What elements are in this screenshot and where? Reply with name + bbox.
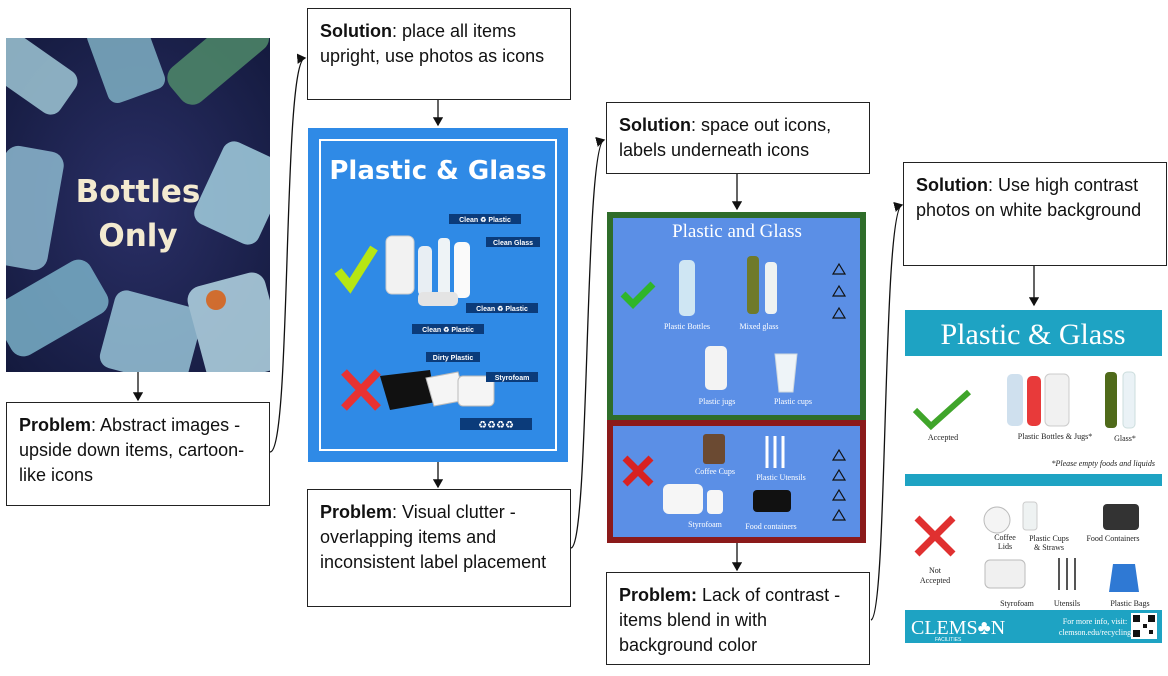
svg-text:*Please empty foods and liquid: *Please empty foods and liquids (1051, 459, 1155, 468)
svg-text:Utensils: Utensils (1054, 599, 1080, 608)
solution-text: Use high contrast photos on white backgr… (916, 175, 1142, 220)
problem-box-3: Problem: Lack of contrast - items blend … (606, 572, 870, 665)
poster3-title: Plastic and Glass (672, 221, 802, 242)
recycle-symbols-accept (831, 262, 847, 319)
svg-text:FACILITIES: FACILITIES (935, 637, 962, 643)
solution-label: Solution (619, 115, 691, 135)
qr-code-icon (1133, 615, 1155, 637)
solution-text: space out icons, labels underneath icons (619, 115, 832, 160)
svg-text:Dirty Plastic: Dirty Plastic (433, 355, 474, 362)
poster4-title: Plastic & Glass (941, 318, 1126, 351)
poster1-title-line2: Only (98, 218, 177, 254)
curve-problem1-solution1 (269, 53, 307, 453)
poster1-title-line1: Bottles (76, 174, 201, 210)
solution-text: place all items upright, use photos as i… (320, 21, 545, 66)
svg-text:Styrofoam: Styrofoam (688, 520, 723, 529)
x-icon (341, 369, 381, 411)
x-icon (622, 455, 654, 487)
svg-text:Plastic cups: Plastic cups (774, 397, 812, 406)
curve-problem2-solution2 (570, 137, 606, 549)
poster-bottles-only: Bottles Only (6, 38, 270, 372)
check-icon (620, 281, 656, 309)
poster3-graphic: Plastic and Glass Plastic Bottles Mixed … (607, 212, 866, 543)
svg-text:For more info, visit:: For more info, visit: (1063, 617, 1127, 626)
svg-text:Not: Not (929, 566, 942, 575)
poster2-title: Plastic & Glass (329, 156, 546, 186)
problem-box-1: Problem: Abstract images - upside down i… (6, 402, 270, 506)
check-icon (912, 389, 972, 431)
curve-problem3-solution3 (870, 202, 904, 621)
svg-text:Coffee: Coffee (994, 533, 1016, 542)
svg-text:Styrofoam: Styrofoam (495, 375, 530, 382)
svg-text:Plastic jugs: Plastic jugs (699, 397, 736, 406)
svg-text:Coffee Cups: Coffee Cups (695, 467, 735, 476)
solution-label: Solution (320, 21, 392, 41)
svg-text:Accepted: Accepted (920, 576, 950, 585)
bottle-collage-image: Bottles Only (6, 38, 270, 372)
svg-text:Styrofoam: Styrofoam (1000, 599, 1035, 608)
svg-text:Plastic Bags: Plastic Bags (1110, 599, 1149, 608)
svg-text:Plastic Bottles: Plastic Bottles (664, 322, 710, 331)
svg-text:Mixed glass: Mixed glass (740, 322, 779, 331)
svg-text:Clean ♻ Plastic: Clean ♻ Plastic (476, 305, 528, 313)
problem-text: Lack of contrast - items blend in with b… (619, 585, 841, 655)
problem-text: Visual clutter - overlapping items and i… (320, 502, 547, 572)
recycle-symbols-reject (831, 448, 847, 521)
svg-text:Food containers: Food containers (745, 522, 796, 531)
check-icon (334, 245, 378, 294)
solution-box-3: Solution: Use high contrast photos on wh… (903, 162, 1167, 266)
svg-text:clemson.edu/recycling: clemson.edu/recycling (1059, 628, 1131, 637)
poster-clemson-plastic-glass: Plastic & Glass Accepted Plastic Bottles… (905, 308, 1162, 643)
poster2-graphic: Plastic & Glass Clean ♻ Plastic Clean Gl… (308, 128, 568, 462)
x-icon (914, 515, 956, 557)
poster-plastic-and-glass-v3: Plastic and Glass Plastic Bottles Mixed … (607, 212, 866, 543)
solution-label: Solution (916, 175, 988, 195)
problem-box-2: Problem: Visual clutter - overlapping it… (307, 489, 571, 607)
problem-text: Abstract images - upside down items, car… (19, 415, 245, 485)
poster4-graphic: Plastic & Glass Accepted Plastic Bottles… (905, 308, 1162, 643)
svg-text:♻♻♻♻: ♻♻♻♻ (478, 420, 514, 431)
problem-label: Problem: (619, 585, 698, 605)
svg-text:Clean ♻ Plastic: Clean ♻ Plastic (422, 326, 474, 334)
solution-box-2: Solution: space out icons, labels undern… (606, 102, 870, 174)
svg-text:Food Containers: Food Containers (1086, 534, 1139, 543)
svg-text:Accepted: Accepted (928, 433, 958, 442)
svg-text:Plastic Utensils: Plastic Utensils (756, 473, 806, 482)
problem-label: Problem (320, 502, 393, 522)
clemson-logo: CLEMS♣N (911, 617, 1005, 639)
problem-label: Problem (19, 415, 92, 435)
svg-text:Plastic Cups: Plastic Cups (1029, 534, 1069, 543)
poster-plastic-glass-v2: Plastic & Glass Clean ♻ Plastic Clean Gl… (308, 128, 568, 462)
svg-text:Clean Glass: Clean Glass (493, 240, 533, 247)
svg-text:Clean ♻ Plastic: Clean ♻ Plastic (459, 216, 511, 224)
svg-text:Lids: Lids (998, 542, 1012, 551)
solution-box-1: Solution: place all items upright, use p… (307, 8, 571, 100)
svg-text:Glass*: Glass* (1114, 434, 1136, 443)
svg-text:& Straws: & Straws (1034, 543, 1064, 552)
svg-text:Plastic Bottles & Jugs*: Plastic Bottles & Jugs* (1018, 432, 1092, 441)
